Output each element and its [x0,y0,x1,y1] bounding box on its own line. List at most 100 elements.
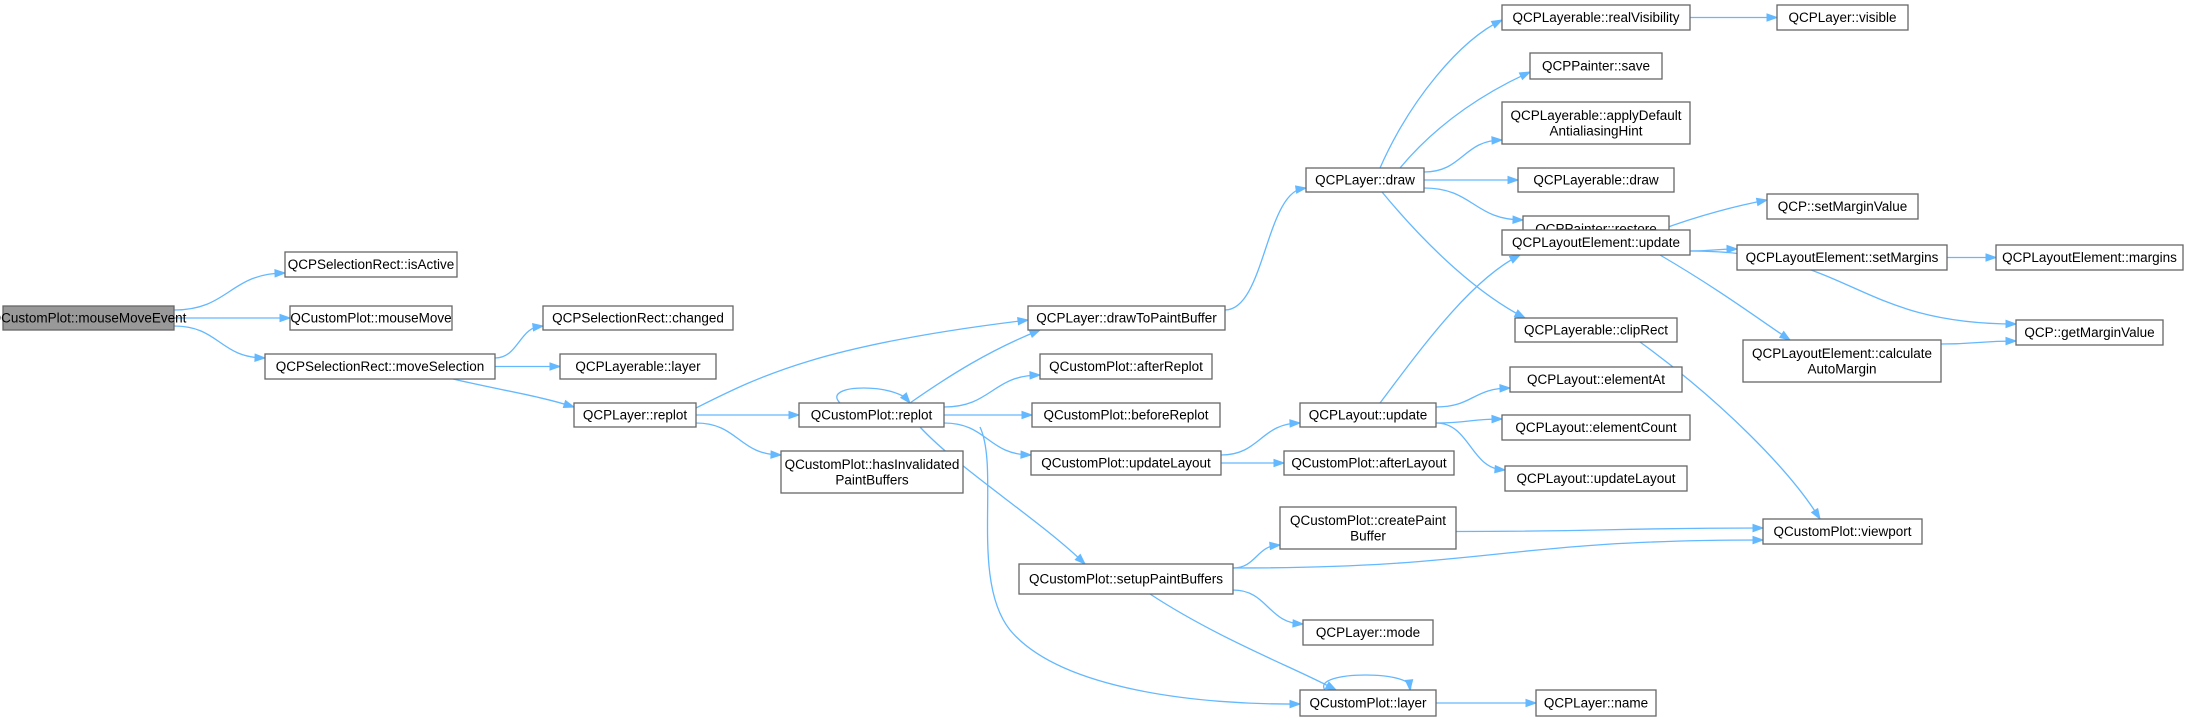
node-box [1736,244,1948,271]
node-label: QCPLayoutElement::margins [2002,250,2177,265]
node-layoutUpdateLayout[interactable]: QCPLayout::updateLayout [1504,465,1688,492]
edge-arrowhead [1752,535,1765,545]
node-box [1031,402,1221,428]
node-afterReplot[interactable]: QCustomPlot::afterReplot [1039,353,1213,380]
edge-layoutUpdate-to-elementAt [1435,384,1512,408]
edge-layerDraw-to-realVisibility [1379,19,1504,169]
edge-replot-to-replot [836,387,911,405]
edge-line [1659,254,1791,341]
node-changed[interactable]: QCPSelectionRect::changed [542,305,734,331]
edge-arrowhead [1269,541,1282,551]
node-box [1529,52,1663,80]
edge-arrowhead [549,362,562,371]
node-elementAt[interactable]: QCPLayout::elementAt [1509,366,1683,393]
edge-createPaintBuffer-to-viewport [1455,523,1765,533]
edge-line [919,426,1086,565]
edge-line [1224,187,1307,311]
node-box [1509,366,1683,393]
edge-arrowhead [2005,336,2018,346]
edge-arrowhead [1755,197,1769,207]
node-mouseMove[interactable]: QCustomPlot::mouseMove [289,305,453,331]
edge-line [1232,539,1764,569]
node-label: QCPSelectionRect::isActive [288,257,455,272]
edge-setMargins-to-margins [1947,253,1998,262]
node-box [1742,339,1942,383]
node-box [1501,414,1691,441]
node-beforeReplot[interactable]: QCustomPlot::beforeReplot [1031,402,1221,428]
edge-line [1379,19,1503,169]
node-layerMode[interactable]: QCPLayer::mode [1302,619,1434,646]
nodes: QCustomPlot::mouseMoveEventQCPSelectionR… [0,4,2184,717]
edge-arrowhead [1324,681,1338,691]
node-label: QCustomPlot::afterReplot [1049,359,1203,374]
node-plotLayer[interactable]: QCustomPlot::layer [1299,689,1437,717]
node-box [2015,319,2164,346]
node-clipRect[interactable]: QCPLayerable::clipRect [1514,317,1678,343]
node-label: QCPSelectionRect::changed [552,311,724,326]
node-margins[interactable]: QCPLayoutElement::margins [1995,244,2184,271]
node-layerReplot[interactable]: QCPLayer::replot [573,402,697,428]
node-label: Buffer [1350,528,1386,543]
node-box [1039,353,1213,380]
node-box [1517,167,1675,193]
node-box [1766,193,1919,220]
edge-arrowhead [274,268,287,278]
node-label: QCPLayer::drawToPaintBuffer [1036,311,1217,326]
edge-layerReplot-to-drawToPaintBuffer [695,316,1030,409]
edge-replot-to-updateLayout [943,422,1033,459]
node-layerableDraw[interactable]: QCPLayerable::draw [1517,167,1675,193]
node-setMarginValue[interactable]: QCP::setMarginValue [1766,193,1919,220]
edge-line [1399,71,1531,169]
edge-clipRect-to-viewport [1639,341,1821,521]
edge-line [1659,199,1768,231]
node-label: QCPLayout::updateLayout [1516,471,1675,486]
node-layerableLayer[interactable]: QCPLayerable::layer [559,353,717,380]
edge-arrowhead [1494,464,1507,474]
edge-arrowhead [1491,136,1504,145]
edge-arrowhead [1726,244,1739,254]
node-setMargins[interactable]: QCPLayoutElement::setMargins [1736,244,1948,271]
edge-arrowhead [1292,619,1305,628]
edge-arrowhead [1525,698,1538,708]
edge-elementUpdate-to-setMarginValue [1659,197,1769,231]
node-label: QCPLayout::elementAt [1527,372,1665,387]
node-painterSave[interactable]: QCPPainter::save [1529,52,1663,80]
edge-line [173,325,266,359]
node-isActive[interactable]: QCPSelectionRect::isActive [284,251,458,278]
node-label: QCustomPlot::mouseMove [290,311,451,326]
edge-layerDraw-to-clipRect [1381,191,1527,319]
edge-line [1379,254,1521,404]
node-label: QCP::getMarginValue [2024,325,2154,340]
node-setupPaintBuffers[interactable]: QCustomPlot::setupPaintBuffers [1018,563,1234,595]
node-afterLayout[interactable]: QCustomPlot::afterLayout [1283,450,1455,476]
node-elementCount[interactable]: QCPLayout::elementCount [1501,414,1691,441]
node-layoutUpdate[interactable]: QCPLayout::update [1299,402,1437,428]
node-mouseMoveEvent[interactable]: QCustomPlot::mouseMoveEvent [0,305,187,331]
edge-line [1423,187,1524,221]
node-realVisibility[interactable]: QCPLayerable::realVisibility [1501,4,1691,31]
edge-moveSelection-to-changed [494,323,545,359]
node-moveSelection[interactable]: QCPSelectionRect::moveSelection [264,353,496,380]
node-layerVisible[interactable]: QCPLayer::visible [1776,4,1909,31]
node-updateLayout[interactable]: QCustomPlot::updateLayout [1030,450,1222,476]
edge-arrowhead [899,392,911,405]
edge-line [1220,422,1301,456]
node-drawToPaintBuffer[interactable]: QCPLayer::drawToPaintBuffer [1027,305,1226,331]
node-box [1299,689,1437,717]
edge-arrowhead [1020,450,1033,459]
node-box [1762,518,1923,545]
node-getMarginValue[interactable]: QCP::getMarginValue [2015,319,2164,346]
node-replot[interactable]: QCustomPlot::replot [798,402,945,428]
node-box [1018,563,1234,595]
node-elementUpdate[interactable]: QCPLayoutElement::update [1501,229,1691,256]
node-applyDefault[interactable]: QCPLayerable::applyDefaultAntialiasingHi… [1501,101,1691,145]
node-layerName[interactable]: QCPLayer::name [1535,689,1657,717]
edge-line [1435,387,1511,408]
node-label: QCPLayoutElement::setMargins [1746,250,1939,265]
node-layerDraw[interactable]: QCPLayer::draw [1305,167,1425,193]
node-viewport[interactable]: QCustomPlot::viewport [1762,518,1923,545]
edge-arrowhead [562,399,576,408]
